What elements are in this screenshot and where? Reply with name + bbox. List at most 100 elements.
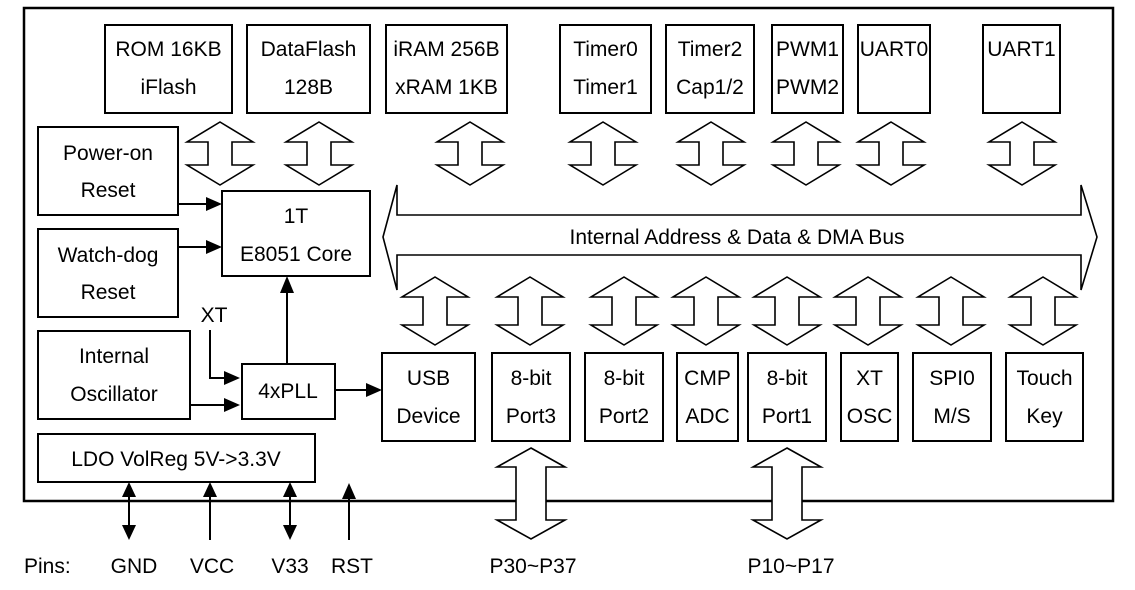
arrowhead-icon: [366, 383, 382, 397]
cmp-adc-label-line1: CMP: [684, 367, 731, 390]
ram-label-line1: iRAM 256B: [393, 38, 499, 61]
top-bus-arrows: [184, 121, 1058, 186]
ram-block: iRAM 256B xRAM 1KB: [385, 24, 508, 114]
bus-arrow-icon: [670, 276, 742, 346]
bus-arrow-icon: [986, 121, 1058, 186]
bus-arrow-icon: [915, 276, 987, 346]
bus-arrow-icon: [184, 121, 256, 186]
e8051-core-block: 1T E8051 Core: [221, 190, 371, 277]
watchdog-reset-line1: Watch-dog: [58, 244, 159, 267]
port2-label-line1: 8-bit: [604, 367, 645, 390]
pwm-label-line1: PWM1: [776, 38, 839, 61]
uart1-block: UART1: [982, 24, 1061, 114]
port2-label-line2: Port2: [599, 405, 649, 428]
bus-arrow-icon: [832, 276, 904, 346]
xt-osc-label-line1: XT: [856, 367, 883, 390]
usb-block: USB Device: [381, 352, 476, 442]
rom-label-line1: ROM 16KB: [115, 38, 221, 61]
bus-arrow-icon: [855, 121, 927, 186]
port3-label-line1: 8-bit: [511, 367, 552, 390]
bus-arrow-icon: [751, 276, 823, 346]
spi0-label-line2: M/S: [933, 405, 970, 428]
pll-to-usb-arrow: [335, 383, 382, 397]
port1-label-line2: Port1: [762, 405, 812, 428]
timer2-label-line1: Timer2: [678, 38, 743, 61]
pll-label: 4xPLL: [258, 380, 318, 403]
port1-pins-label: P10~P17: [748, 555, 835, 578]
chip-frame: [22, 6, 1115, 503]
bottom-bus-arrows: [399, 276, 1079, 346]
arrowhead-icon: [206, 197, 222, 211]
xt-to-pll-arrow: [209, 330, 240, 385]
watchdog-reset-block: Watch-dog Reset: [37, 228, 179, 318]
dataflash-label-line2: 128B: [284, 76, 333, 99]
rom-block: ROM 16KB iFlash: [104, 24, 233, 114]
bus-arrow-icon: [434, 121, 506, 186]
pins-label: Pins:: [24, 555, 71, 578]
port1-label-line1: 8-bit: [767, 367, 808, 390]
usb-label-line2: Device: [396, 405, 460, 428]
v33-pin-connector: [283, 482, 297, 540]
port3-label-line2: Port3: [506, 405, 556, 428]
touch-key-label-line2: Key: [1026, 405, 1063, 428]
watchdog-reset-line2: Reset: [81, 281, 136, 304]
spi0-label-line1: SPI0: [929, 367, 975, 390]
dataflash-label-line1: DataFlash: [261, 38, 357, 61]
pin-vcc: VCC: [190, 555, 234, 578]
uart0-block: UART0: [857, 24, 931, 114]
bus-label: Internal Address & Data & DMA Bus: [570, 226, 905, 249]
arrowhead-icon: [280, 276, 294, 293]
pwm-label-line2: PWM2: [776, 76, 839, 99]
oscillator-line2: Oscillator: [70, 383, 158, 406]
timer2-label-line2: Cap1/2: [676, 76, 744, 99]
core-line1: 1T: [284, 205, 309, 228]
oscillator-line1: Internal: [79, 345, 149, 368]
bus-arrow-icon: [1007, 276, 1079, 346]
oscillator-to-pll-arrow: [190, 398, 240, 412]
core-line2: E8051 Core: [240, 243, 352, 266]
arrowhead-icon: [224, 371, 240, 385]
gnd-pin-connector: [122, 482, 136, 540]
port3-pins-label: P30~P37: [490, 555, 577, 578]
timer01-label-line1: Timer0: [573, 38, 638, 61]
xt-input-label: XT: [201, 304, 228, 327]
vcc-pin-connector: [203, 482, 217, 540]
bus-arrow-icon: [567, 121, 639, 186]
usb-label-line1: USB: [407, 367, 450, 390]
arrowhead-icon: [224, 398, 240, 412]
timer01-label-line2: Timer1: [573, 76, 638, 99]
port3-pins-arrow: [493, 447, 569, 540]
power-on-reset-block: Power-on Reset: [37, 126, 179, 216]
internal-oscillator-block: Internal Oscillator: [37, 330, 191, 420]
bus-arrow-icon: [283, 121, 355, 186]
port1-pins-arrow: [749, 447, 825, 540]
arrowhead-icon: [206, 240, 222, 254]
top-peripheral-blocks: ROM 16KB iFlash DataFlash 128B iRAM 256B xRAM…: [104, 24, 1061, 114]
ram-label-line2: xRAM 1KB: [395, 76, 498, 99]
pll-block: 4xPLL: [241, 363, 336, 420]
cmp-adc-label-line2: ADC: [685, 405, 729, 428]
internal-bus-arrow: [382, 184, 1098, 291]
ldo-regulator-block: LDO VolReg 5V->3.3V: [37, 433, 316, 483]
power-on-reset-line1: Power-on: [63, 142, 153, 165]
uart0-label-line1: UART0: [860, 38, 928, 61]
uart1-label-line1: UART1: [987, 38, 1055, 61]
reset-to-core-arrows: [178, 197, 222, 254]
power-on-reset-line2: Reset: [81, 179, 136, 202]
pin-rst: RST: [331, 555, 373, 578]
pin-v33: V33: [271, 555, 308, 578]
cmp-adc-block: CMP ADC: [676, 352, 739, 442]
bus-arrow-icon: [675, 121, 747, 186]
ldo-label: LDO VolReg 5V->3.3V: [71, 448, 281, 471]
bus-arrow-icon: [770, 121, 842, 186]
bus-arrow-icon: [588, 276, 660, 346]
rom-label-line2: iFlash: [140, 76, 196, 99]
pin-gnd: GND: [111, 555, 158, 578]
